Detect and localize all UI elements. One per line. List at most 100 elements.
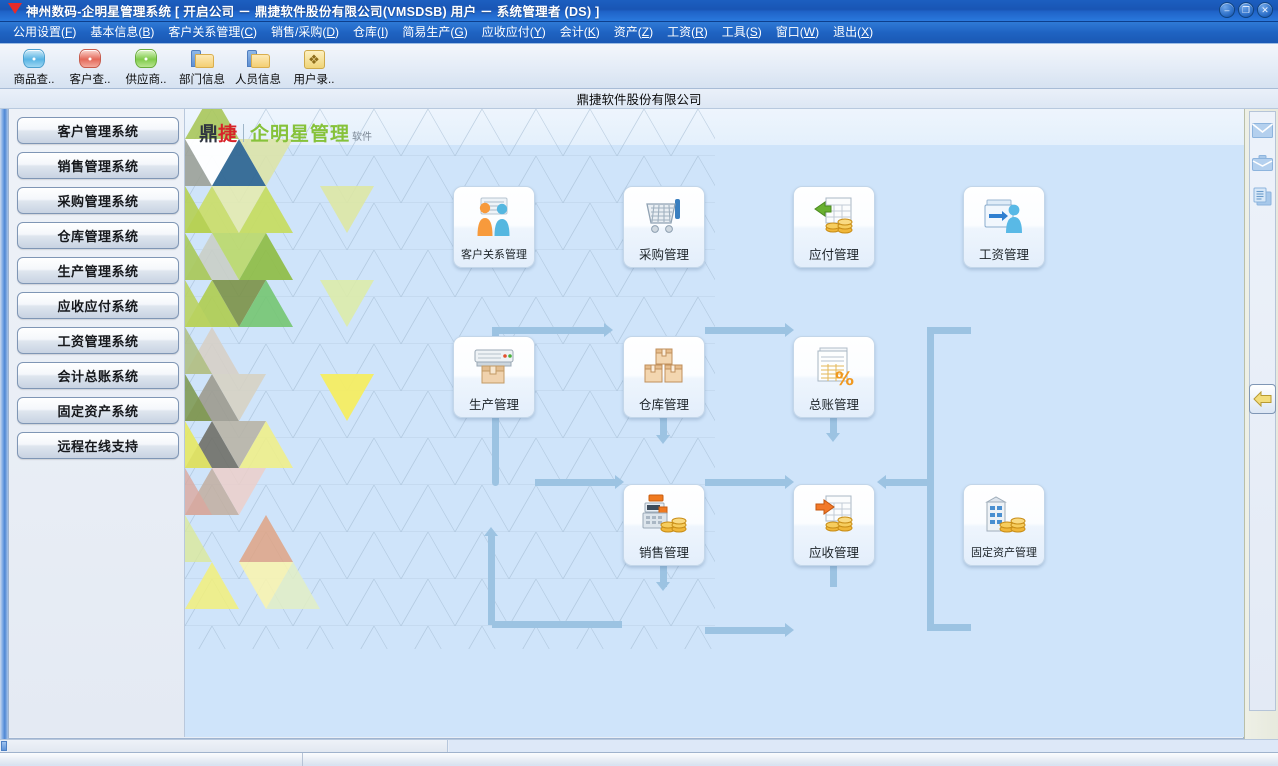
arrowhead-down bbox=[656, 582, 670, 591]
connector-sales-to-production-vertical bbox=[488, 535, 495, 625]
flow-node-sale[interactable]: 销售管理 bbox=[623, 484, 705, 566]
red-cylinder-icon bbox=[78, 48, 102, 70]
scrollbar-thumb[interactable] bbox=[1, 741, 7, 751]
menu-item-5[interactable]: 仓库(I) bbox=[353, 25, 389, 39]
arrowhead-right bbox=[604, 323, 613, 337]
scrollbar-track[interactable] bbox=[8, 740, 448, 752]
envelope-icon[interactable] bbox=[1250, 115, 1275, 145]
briefcase-icon[interactable] bbox=[1250, 148, 1275, 178]
sidebar-item-7[interactable]: 工资管理系统 bbox=[17, 327, 179, 354]
title-bar: 神州数码-企明星管理系统 [ 开启公司 － 鼎捷软件股份有限公司(VMSDSB)… bbox=[0, 0, 1278, 22]
sidebar-item-label: 仓库管理系统 bbox=[57, 229, 139, 244]
logo-suffix: 软件 bbox=[352, 132, 373, 143]
flow-node-label: 采购管理 bbox=[638, 248, 689, 262]
menu-item-9[interactable]: 资产(Z) bbox=[613, 25, 654, 39]
sidebar-item-label: 固定资产系统 bbox=[57, 404, 139, 419]
sidebar-item-label: 会计总账系统 bbox=[57, 369, 139, 384]
back-arrow-icon[interactable] bbox=[1249, 384, 1276, 414]
scrollbar-rest bbox=[449, 740, 1278, 752]
blue-cylinder-icon bbox=[22, 48, 46, 70]
sidebar-item-8[interactable]: 会计总账系统 bbox=[17, 362, 179, 389]
company-header: 鼎捷软件股份有限公司 bbox=[0, 89, 1278, 109]
menu-item-4[interactable]: 销售/采购(D) bbox=[271, 25, 340, 39]
horizontal-scrollbar[interactable] bbox=[0, 739, 1278, 752]
menu-item-3[interactable]: 客户关系管理(C) bbox=[168, 25, 258, 39]
menu-item-8[interactable]: 会计(K) bbox=[559, 25, 600, 39]
connector-sales-to-receivable bbox=[705, 627, 787, 634]
menu-item-1[interactable]: 公用设置(F) bbox=[13, 25, 77, 39]
logo-product-name: 企明星管理 bbox=[250, 124, 351, 145]
window-controls: – ❐ ✕ bbox=[1216, 2, 1273, 18]
sidebar-item-2[interactable]: 销售管理系统 bbox=[17, 152, 179, 179]
restore-button[interactable]: ❐ bbox=[1238, 2, 1254, 18]
svg-text:%: % bbox=[835, 368, 854, 388]
right-dock-panel bbox=[1244, 109, 1278, 739]
toolbar-button-3[interactable]: 供应商.. bbox=[118, 46, 174, 87]
toolbar-button-2[interactable]: 客户查.. bbox=[62, 46, 118, 87]
building-coins-icon bbox=[964, 492, 1044, 538]
flow-node-ar[interactable]: 应收管理 bbox=[793, 484, 875, 566]
sidebar-item-6[interactable]: 应收应付系统 bbox=[17, 292, 179, 319]
flow-node-fa[interactable]: 固定资产管理 bbox=[963, 484, 1045, 566]
arrowhead-right bbox=[785, 323, 794, 337]
menu-item-13[interactable]: 退出(X) bbox=[833, 25, 874, 39]
flow-node-pur[interactable]: 采购管理 bbox=[623, 186, 705, 268]
arrowhead-up bbox=[484, 527, 498, 536]
sidebar-item-1[interactable]: 客户管理系统 bbox=[17, 117, 179, 144]
menu-item-7[interactable]: 应收应付(Y) bbox=[481, 25, 546, 39]
toolbar-button-label: 用户录.. bbox=[293, 74, 335, 86]
flow-node-wh[interactable]: 仓库管理 bbox=[623, 336, 705, 418]
flow-node-ap[interactable]: 应付管理 bbox=[793, 186, 875, 268]
flow-node-label: 生产管理 bbox=[468, 398, 519, 412]
folder-icon bbox=[190, 48, 214, 70]
sidebar-item-9[interactable]: 固定资产系统 bbox=[17, 397, 179, 424]
toolbar-button-label: 客户查.. bbox=[69, 74, 111, 86]
sidebar-item-4[interactable]: 仓库管理系统 bbox=[17, 222, 179, 249]
menu-item-10[interactable]: 工资(R) bbox=[667, 25, 708, 39]
toolbar-button-5[interactable]: 人员信息 bbox=[230, 46, 286, 87]
flow-node-label: 销售管理 bbox=[638, 546, 689, 560]
minimize-button[interactable]: – bbox=[1219, 2, 1235, 18]
factory-box-icon bbox=[454, 344, 534, 390]
toolbar-button-1[interactable]: 商品查.. bbox=[6, 46, 62, 87]
mdi-client-area: 客户管理系统销售管理系统采购管理系统仓库管理系统生产管理系统应收应付系统工资管理… bbox=[0, 109, 1278, 739]
menu-item-6[interactable]: 简易生产(G) bbox=[402, 25, 468, 39]
window-title: 神州数码-企明星管理系统 [ 开启公司 － 鼎捷软件股份有限公司(VMSDSB)… bbox=[26, 5, 600, 19]
green-cylinder-icon bbox=[134, 48, 158, 70]
arrowhead-down bbox=[826, 433, 840, 442]
menu-item-11[interactable]: 工具(S) bbox=[721, 25, 762, 39]
cash-register-icon bbox=[624, 492, 704, 538]
toolbar-button-label: 供应商.. bbox=[125, 74, 167, 86]
connector-asset-to-rail bbox=[927, 624, 971, 631]
flow-node-label: 仓库管理 bbox=[638, 398, 689, 412]
flow-node-label: 工资管理 bbox=[978, 248, 1029, 262]
menu-item-2[interactable]: 基本信息(B) bbox=[90, 25, 155, 39]
menu-item-12[interactable]: 窗口(W) bbox=[775, 25, 820, 39]
connector-warehouse-to-ledger bbox=[705, 479, 787, 486]
sidebar-item-label: 采购管理系统 bbox=[57, 194, 139, 209]
flow-node-gl[interactable]: % 总账管理 bbox=[793, 336, 875, 418]
flow-node-pay[interactable]: 工资管理 bbox=[963, 186, 1045, 268]
boxes-icon bbox=[624, 344, 704, 390]
close-button[interactable]: ✕ bbox=[1257, 2, 1273, 18]
left-accent-strip bbox=[0, 109, 8, 739]
toolbar: 商品查.. 客户查.. 供应商.. 部门信息人员信息 ❖用户录.. bbox=[0, 44, 1278, 89]
status-bar bbox=[0, 752, 1278, 766]
toolbar-button-4[interactable]: 部门信息 bbox=[174, 46, 230, 87]
folder-icon bbox=[246, 48, 270, 70]
document-icon[interactable] bbox=[1250, 181, 1275, 211]
sidebar-item-3[interactable]: 采购管理系统 bbox=[17, 187, 179, 214]
logo-char-jie: 捷 bbox=[218, 123, 238, 145]
toolbar-button-label: 人员信息 bbox=[235, 74, 281, 86]
sidebar-item-10[interactable]: 远程在线支持 bbox=[17, 432, 179, 459]
sidebar-item-label: 应收应付系统 bbox=[57, 299, 139, 314]
toolbar-button-6[interactable]: ❖用户录.. bbox=[286, 46, 342, 87]
flow-node-prod[interactable]: 生产管理 bbox=[453, 336, 535, 418]
triangle-watermark bbox=[185, 109, 374, 609]
flow-diagram-panel: 鼎 捷 企明星管理 软件 bbox=[185, 109, 1244, 737]
two-people-icon bbox=[454, 194, 534, 240]
flow-node-crm[interactable]: 客户关系管理 bbox=[453, 186, 535, 268]
sidebar-item-5[interactable]: 生产管理系统 bbox=[17, 257, 179, 284]
flow-node-label: 应付管理 bbox=[808, 248, 859, 262]
sidebar-item-label: 销售管理系统 bbox=[57, 159, 139, 174]
